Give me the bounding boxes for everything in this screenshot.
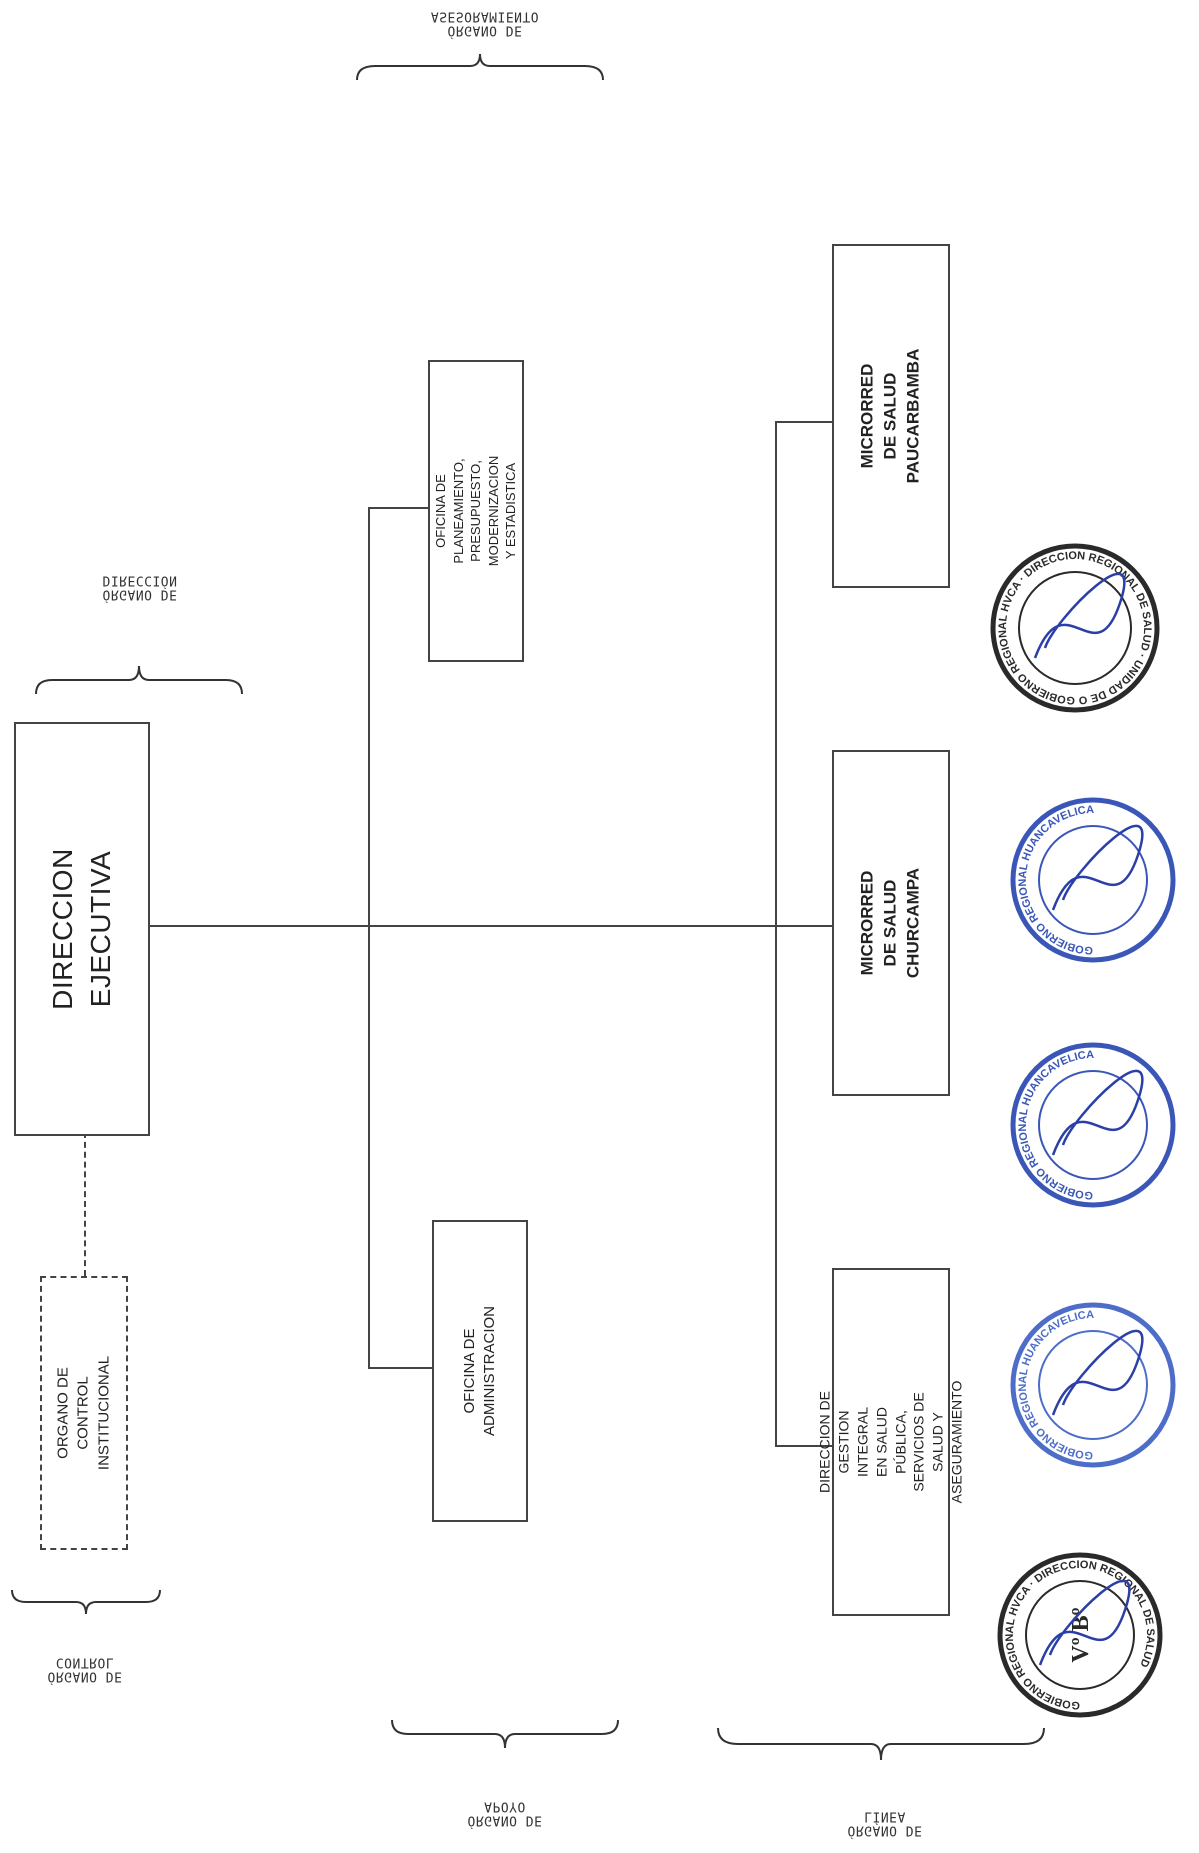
- oficina-planeamiento-label: OFICINA DE PLANEAMIENTO, PRESUPUESTO, MO…: [433, 455, 519, 567]
- organo-control-label: ORGANO DE CONTROL INSTITUCIONAL: [54, 1355, 113, 1471]
- administracion-connector: [368, 1367, 432, 1369]
- direccion-ejecutiva-box: DIRECCION EJECUTIVA: [14, 722, 150, 1136]
- gestion-connector: [775, 1445, 832, 1447]
- direccion-brace: [35, 665, 243, 695]
- main-horizontal-connector: [148, 925, 832, 927]
- microrred-churcampa-box: MICRORRED DE SALUD CHURCAMPA: [832, 750, 950, 1096]
- group-label-apoyo: ÓRGANO DE APOYO: [467, 1798, 543, 1828]
- seal-4-stamp: GOBIERNO REGIONAL HUANCAVELICA: [1010, 1302, 1176, 1468]
- microrred-paucarbamba-label: MICRORRED DE SALUD PAUCARBAMBA: [857, 348, 923, 484]
- oficina-planeamiento-box: OFICINA DE PLANEAMIENTO, PRESUPUESTO, MO…: [428, 360, 524, 662]
- microrred-paucarbamba-box: MICRORRED DE SALUD PAUCARBAMBA: [832, 244, 950, 588]
- seal-3-stamp: GOBIERNO REGIONAL HUANCAVELICA: [1010, 1042, 1176, 1208]
- group-label-control: ÓRGANO DE CONTROL: [47, 1654, 123, 1684]
- organo-control-box: ORGANO DE CONTROL INSTITUCIONAL: [40, 1276, 128, 1550]
- oficina-administracion-box: OFICINA DE ADMINISTRACION: [432, 1220, 528, 1522]
- seal-1-stamp: GOBIERNO REGIONAL HVCA · DIRECCION REGIO…: [989, 543, 1160, 714]
- microrred-churcampa-label: MICRORRED DE SALUD CHURCAMPA: [857, 867, 923, 979]
- apoyo-brace: [391, 1719, 619, 1749]
- control-brace: [11, 1589, 161, 1615]
- direccion-gestion-box: DIRECCION DE GESTION INTEGRAL EN SALUD P…: [816, 1268, 965, 1616]
- group-label-asesoramiento: ÓRGANO DE ASESORAMIENTO: [430, 8, 540, 38]
- seal-5-stamp: GOBIERNO REGIONAL HVCA · DIRECCION REGIO…: [997, 1552, 1163, 1718]
- direccion-ejecutiva-label: DIRECCION EJECUTIVA: [47, 848, 116, 1010]
- planeamiento-connector: [368, 507, 428, 509]
- top-brace: [356, 53, 604, 81]
- staff-vertical-connector: [368, 507, 370, 1367]
- seal-2-stamp: GOBIERNO REGIONAL HUANCAVELICA: [1010, 797, 1176, 963]
- group-label-linea: ÓRGANO DE LÍNEA: [847, 1808, 923, 1838]
- group-label-direccion: ÓRGANO DE DIRECCIÓN: [102, 572, 178, 602]
- line-vertical-connector: [775, 421, 777, 1445]
- direccion-gestion-label: DIRECCION DE GESTION INTEGRAL EN SALUD P…: [816, 1380, 965, 1504]
- paucarbamba-connector: [775, 421, 832, 423]
- oficina-administracion-label: OFICINA DE ADMINISTRACION: [460, 1305, 498, 1437]
- control-dashed-connector: [84, 1132, 86, 1276]
- linea-brace: [717, 1727, 1045, 1761]
